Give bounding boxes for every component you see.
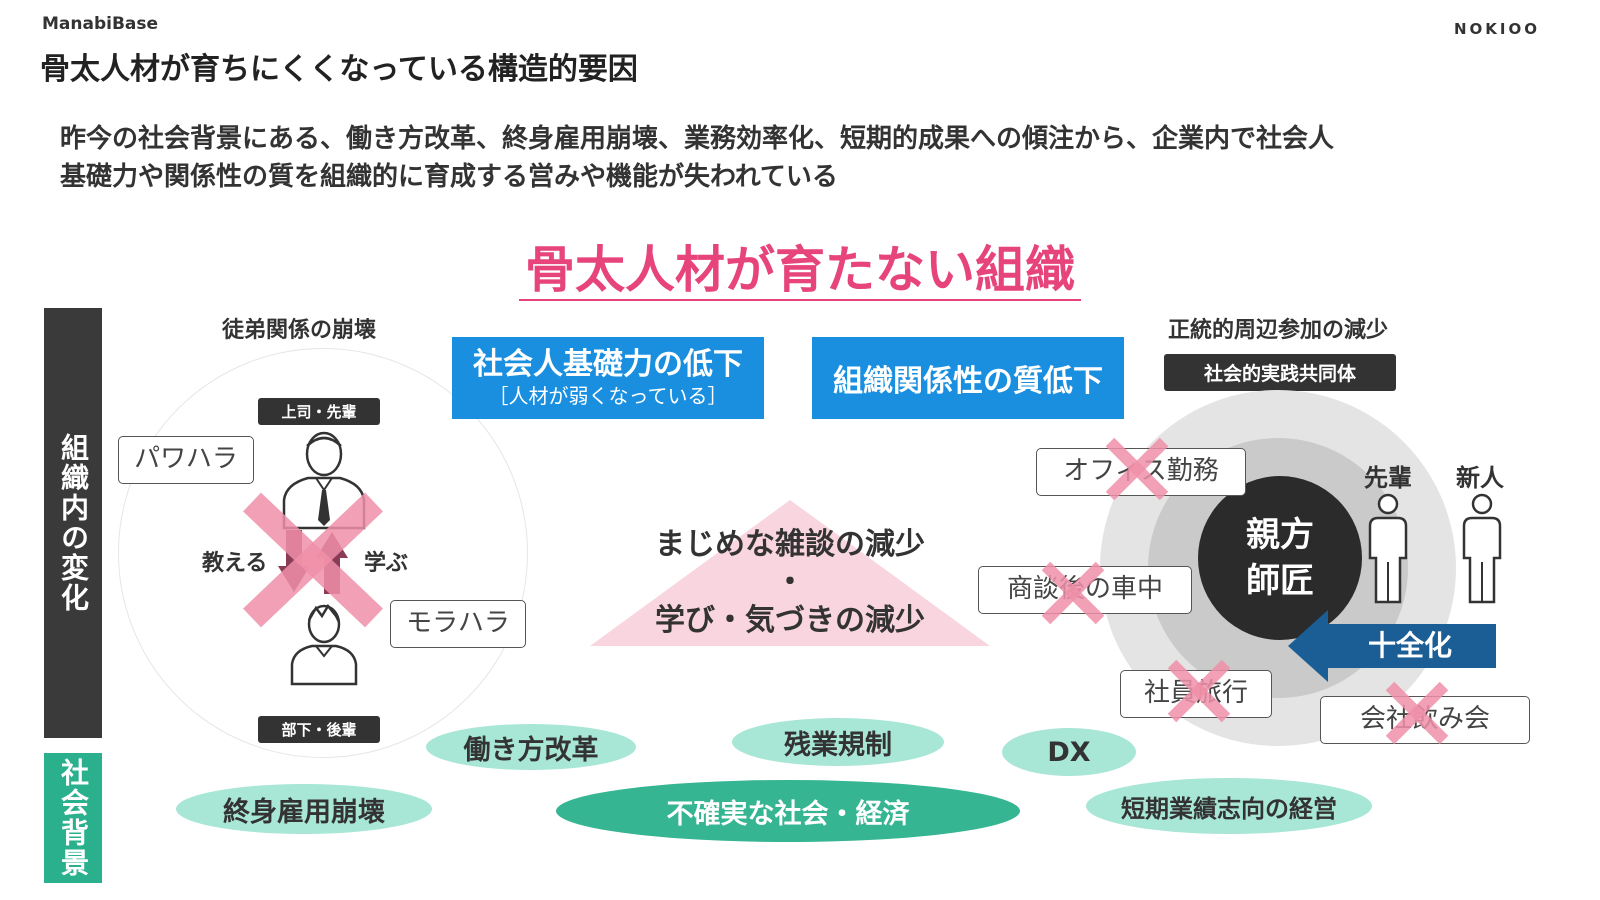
bubble-company-trip: 社員旅行 [1120,670,1272,718]
person-outline-icon [1368,493,1408,604]
master-line-1: 親方 [1246,515,1314,555]
triangle-line-1: まじめな雑談の減少 [655,527,925,562]
headline: 骨太人材が育たない組織 [0,230,1600,302]
lead-line-1: 昨今の社会背景にある、働き方改革、終身雇用崩壊、業務効率化、短期的成果への傾注か… [60,124,1335,154]
pill-uncertain-economy: 不確実な社会・経済 [556,780,1020,842]
arrow-up-icon [316,532,348,594]
box-relationship-quality-title: 組織関係性の質低下 [833,364,1103,399]
headline-text: 骨太人材が育たない組織 [519,241,1081,301]
bubble-after-meeting-car: 商談後の車中 [978,566,1192,614]
triangle-shape [590,500,990,646]
triangle-line-2: 学び・気づきの減少 [655,603,925,638]
lead-line-2: 基礎力や関係性の質を組織的に育成する営みや機能が失われている [60,162,838,192]
triangle-dot: ・ [775,565,805,600]
pill-short-term-management: 短期業績志向の経営 [1086,778,1372,834]
community-tag: 社会的実践共同体 [1164,354,1396,391]
bubble-moral-harassment: モラハラ [390,600,526,648]
page-title: 骨太人材が育ちにくくなっている構造的要因 [40,52,638,87]
learn-label: 学ぶ [364,551,409,576]
right-panel-title: 正統的周辺参加の減少 [1168,318,1389,343]
master-circle: 親方 師匠 [1198,476,1362,640]
pill-lifetime-employment: 終身雇用崩壊 [176,784,432,834]
boss-tag: 上司・先輩 [258,398,380,425]
sub-tag: 部下・後輩 [258,716,380,743]
arrow-down-icon [278,530,310,592]
person-outline-icon [1462,493,1502,604]
box-relationship-quality: 組織関係性の質低下 [812,337,1124,419]
side-label-social-text: 社会背景 [57,758,90,878]
bubble-office-work: オフィス勤務 [1036,448,1246,496]
side-label-social: 社会背景 [44,753,102,883]
teach-label: 教える [202,551,268,576]
left-panel-title: 徒弟関係の崩壊 [222,318,377,343]
newcomer-label: 新人 [1456,464,1504,492]
side-label-org-change-text: 組織内の変化 [57,433,90,613]
box-basic-skills-title: 社会人基礎力の低下 [473,347,743,382]
bubble-company-drinks: 会社飲み会 [1320,696,1530,744]
box-basic-skills-sub: ［人材が弱くなっている］ [488,384,728,408]
box-basic-skills: 社会人基礎力の低下 ［人材が弱くなっている］ [452,337,764,419]
person-casual-icon [290,603,358,686]
triangle-text: まじめな雑談の減少 ・ 学び・気づきの減少 [590,526,990,640]
teach-learn-arrows [278,530,348,594]
company-logo: NOKIOO [1453,20,1540,38]
brand-name: ManabiBase [42,14,159,34]
side-label-org-change: 組織内の変化 [44,308,102,738]
pill-dx: DX [1002,728,1136,776]
bubble-power-harassment: パワハラ [118,436,254,484]
pill-overtime-regulation: 残業規制 [732,718,944,766]
master-line-2: 師匠 [1246,561,1314,601]
person-suit-icon [282,431,366,530]
lead-text: 昨今の社会背景にある、働き方改革、終身雇用崩壊、業務効率化、短期的成果への傾注か… [60,120,1540,196]
full-participation-label: 十全化 [1367,629,1452,662]
senior-label: 先輩 [1364,464,1412,492]
arrow-left-icon [1288,610,1496,682]
left-circle [118,348,528,758]
pill-workstyle-reform: 働き方改革 [426,724,636,770]
